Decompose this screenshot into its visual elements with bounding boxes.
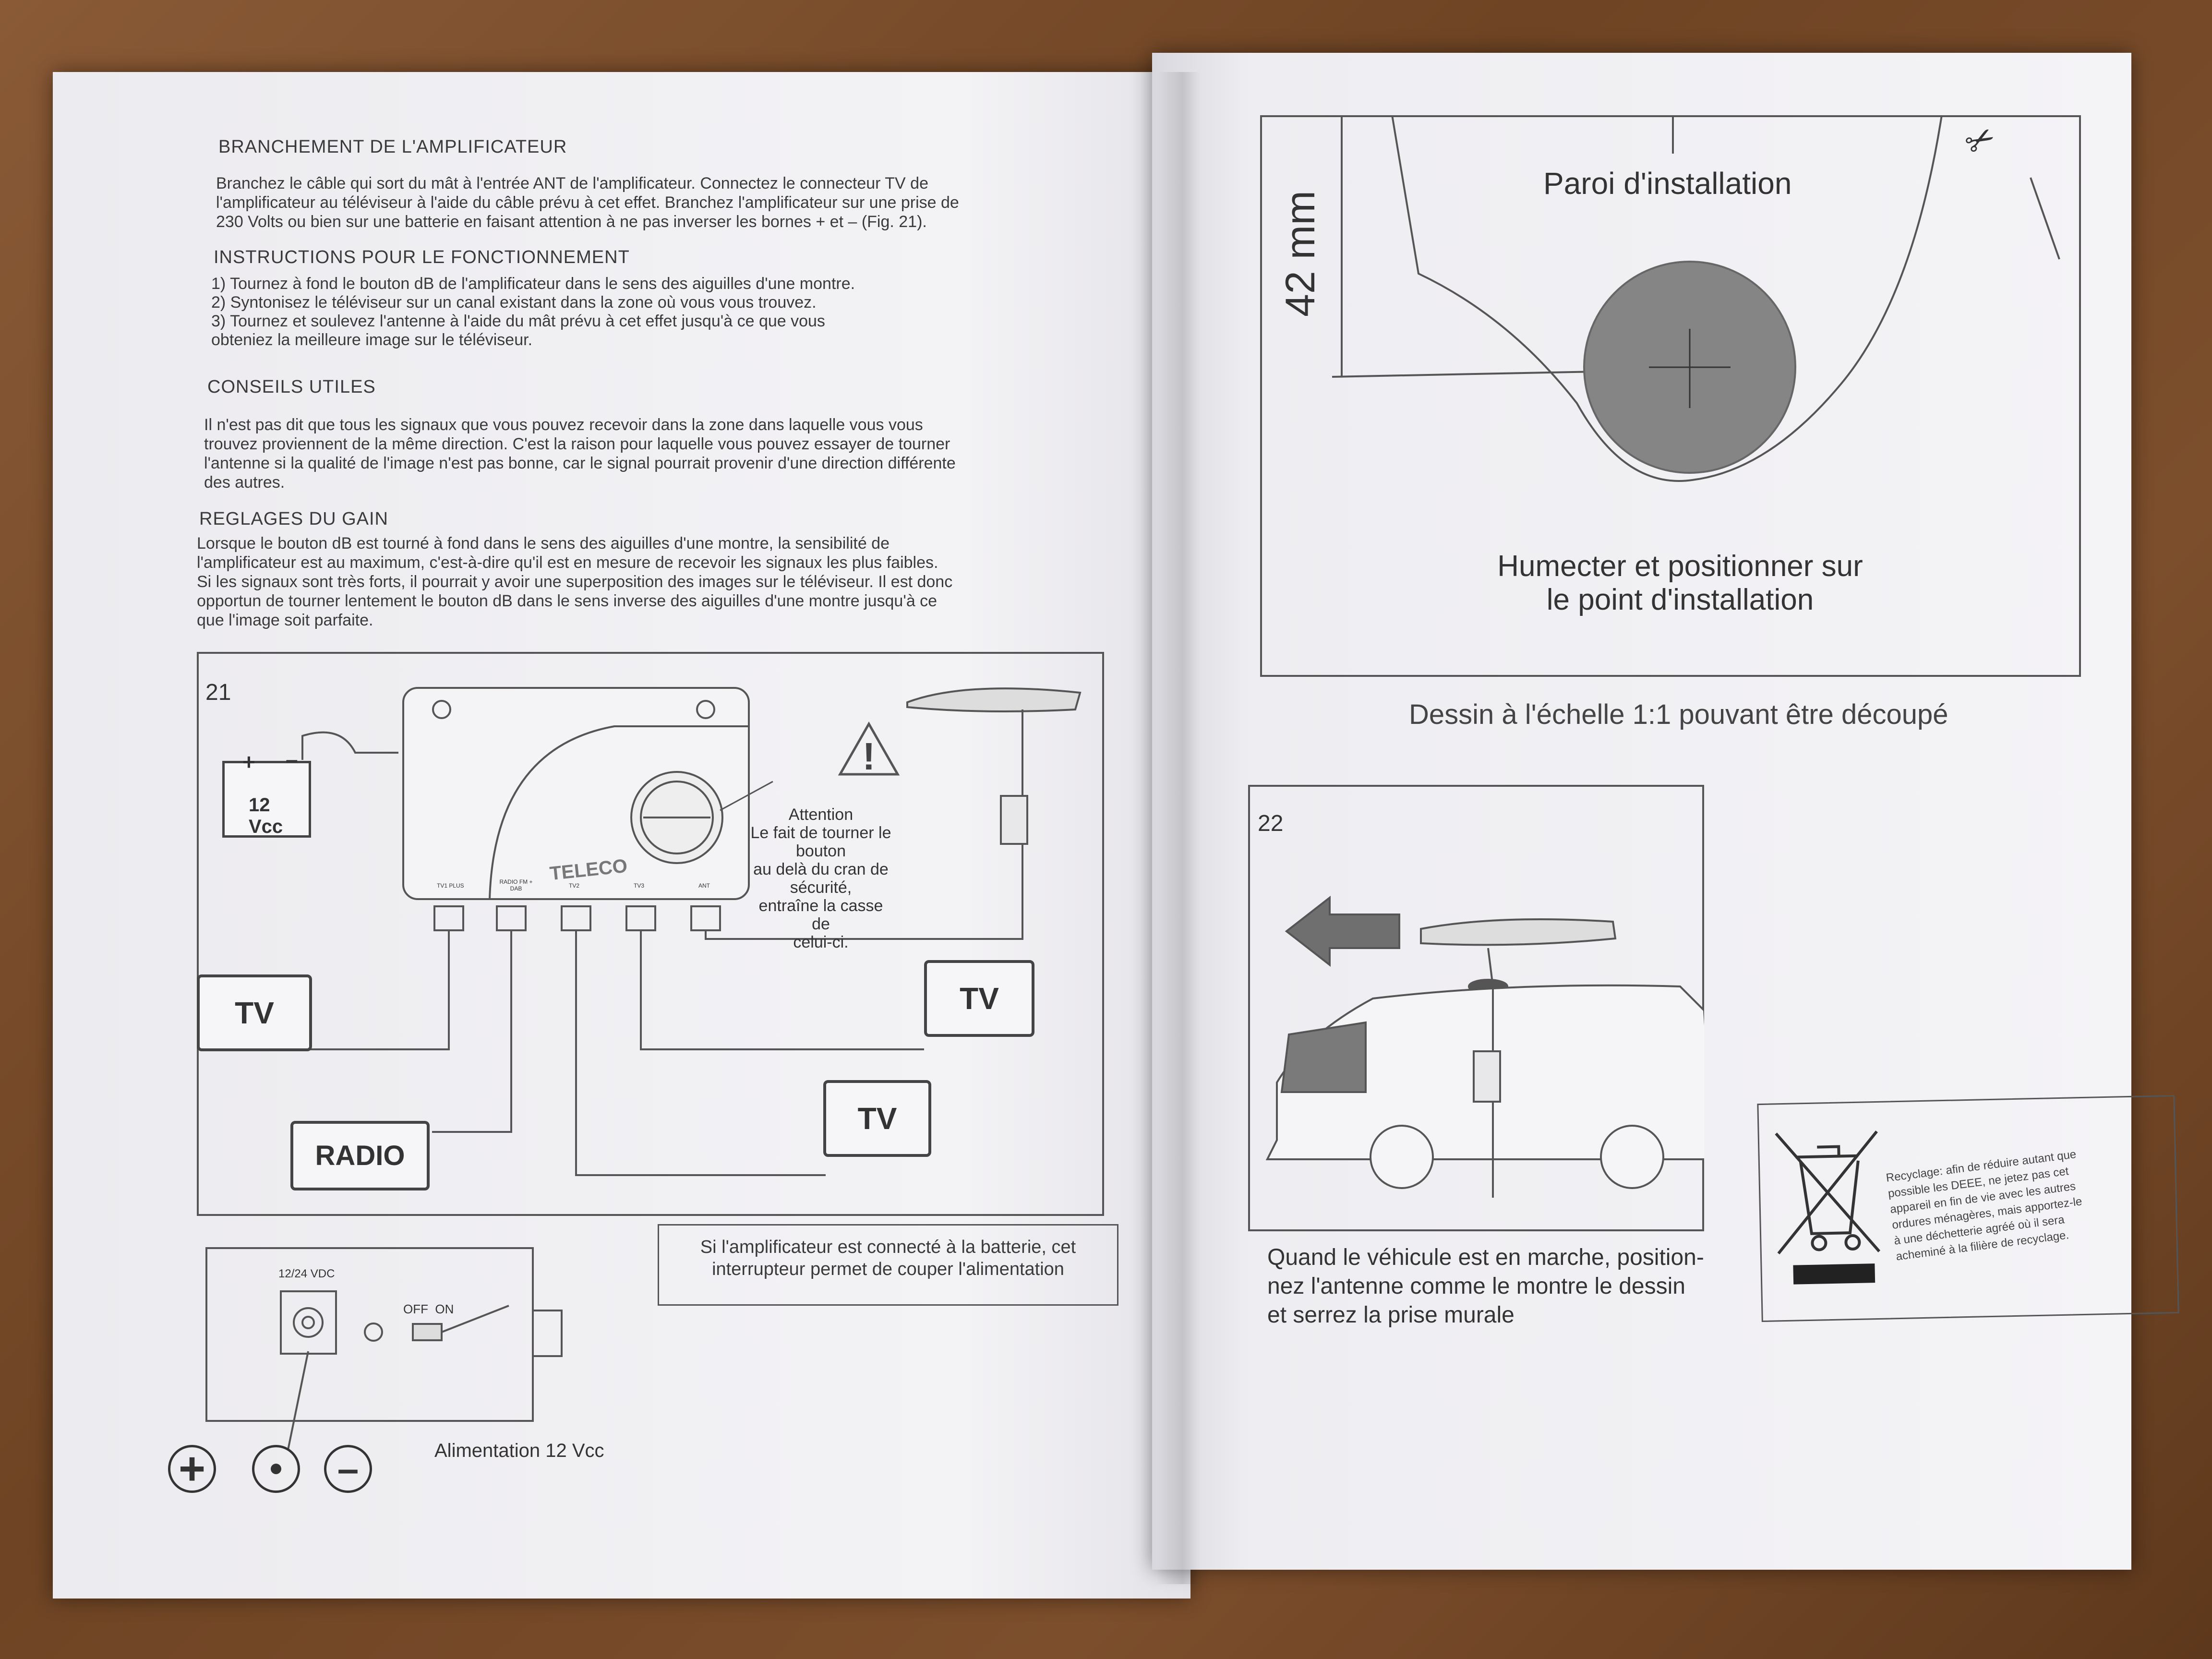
attention-note: Attention Le fait de tourner le bouton a…: [749, 805, 893, 951]
black-bar-mark: [1793, 1263, 1875, 1285]
list-item: 2) Syntonisez le téléviseur sur un canal…: [211, 293, 817, 312]
switch-callout-text: Si l'amplificateur est connecté à la bat…: [659, 1236, 1117, 1280]
paragraph-reglages: Lorsque le bouton dB est tourné à fond d…: [197, 534, 952, 630]
polarity-minus-symbol: –: [324, 1445, 372, 1493]
svg-text:!: !: [863, 735, 876, 778]
list-item: obteniez la meilleure image sur le télév…: [211, 331, 533, 349]
battery-minus-label: –: [286, 747, 298, 772]
book-spine: [1157, 72, 1200, 1584]
text-line: Quand le véhicule est en marche, positio…: [1267, 1245, 1704, 1270]
port-label: RADIO FM + DAB: [499, 878, 533, 892]
battery: 12 Vcc: [222, 761, 311, 838]
text-line: l'antenne si la qualité de l'image n'est…: [204, 454, 956, 472]
text-line: le point d'installation: [1546, 583, 1814, 616]
heading-instructions: INSTRUCTIONS POUR LE FONCTIONNEMENT: [214, 247, 630, 267]
text-line: interrupteur permet de couper l'alimenta…: [712, 1259, 1064, 1279]
text-line: Si l'amplificateur est connecté à la bat…: [700, 1237, 1076, 1257]
paragraph-conseils: Il n'est pas dit que tous les signaux qu…: [204, 415, 956, 492]
port-label: TV3: [634, 882, 645, 889]
paragraph-branchement: Branchez le câble qui sort du mât à l'en…: [216, 174, 959, 231]
port-label: TV1 PLUS: [437, 882, 464, 889]
text-line: entraîne la casse de: [758, 897, 883, 933]
text-line: l'amplificateur au téléviseur à l'aide d…: [216, 193, 959, 212]
text-line: nez l'antenne comme le montre le dessin: [1267, 1274, 1685, 1299]
supply-caption: Alimentation 12 Vcc: [434, 1440, 604, 1461]
power-supply-diagram: [205, 1247, 563, 1450]
figure-22-vehicle-drawing: [1265, 895, 1704, 1198]
figure-22-frame: [1248, 785, 1704, 1231]
list-item: 3) Tournez et soulevez l'antenne à l'aid…: [211, 312, 825, 330]
installation-template-frame: [1260, 115, 2081, 677]
text-line: Branchez le câble qui sort du mât à l'en…: [216, 174, 928, 192]
port-label: TV2: [569, 882, 580, 889]
text-line: celui-ci.: [793, 933, 849, 951]
text-line: au delà du cran de sécurité,: [753, 860, 889, 897]
text-line: des autres.: [204, 473, 285, 492]
polarity-plus-symbol: +: [168, 1443, 216, 1494]
figure-21-frame: [197, 652, 1104, 1216]
radio-device: RADIO: [290, 1121, 430, 1190]
battery-label: 12 Vcc: [249, 794, 283, 837]
list-item: 1) Tournez à fond le bouton dB de l'ampl…: [211, 275, 855, 293]
scale-caption: Dessin à l'échelle 1:1 pouvant être déco…: [1409, 699, 1948, 730]
text-line: opportun de tourner lentement le bouton …: [197, 592, 938, 610]
text-line: 230 Volts ou bien sur une batterie en fa…: [216, 213, 927, 231]
tv-device-left: TV: [197, 974, 312, 1051]
figure-21-number: 21: [205, 680, 231, 705]
figure-21-wiring: !: [301, 687, 1082, 1176]
heading-conseils: CONSEILS UTILES: [207, 377, 376, 397]
heading-branchement: BRANCHEMENT DE L'AMPLIFICATEUR: [218, 137, 567, 157]
recycling-box: Recyclage: afin de réduire autant que po…: [1757, 1094, 2179, 1322]
supply-voltage-label: 12/24 VDC: [278, 1267, 335, 1280]
tv-device-right: TV: [924, 960, 1034, 1037]
figure-22-caption: Quand le véhicule est en marche, positio…: [1267, 1243, 1704, 1330]
center-dot: [271, 1464, 281, 1474]
text-line: trouvez proviennent de la même direction…: [204, 435, 950, 453]
recycling-text: Recyclage: afin de réduire autant que po…: [1885, 1146, 2087, 1264]
polarity-center-symbol: [252, 1445, 300, 1493]
text-line: l'amplificateur est au maximum, c'est-à-…: [197, 553, 938, 572]
dimension-label: 42 mm: [1277, 191, 1323, 317]
instructions-list: 1) Tournez à fond le bouton dB de l'ampl…: [211, 275, 855, 349]
switch-callout-box: Si l'amplificateur est connecté à la bat…: [658, 1224, 1118, 1306]
installation-template-drawing: [1332, 115, 2060, 482]
text-line: Lorsque le bouton dB est tourné à fond d…: [197, 534, 890, 553]
attention-title: Attention: [788, 805, 854, 824]
text-line: Si les signaux sont très forts, il pourr…: [197, 573, 953, 591]
text-line: Il n'est pas dit que tous les signaux qu…: [204, 416, 923, 434]
power-switch-label: OFF ON: [403, 1302, 454, 1316]
battery-plus-label: +: [242, 749, 255, 774]
text-line: Humecter et positionner sur: [1497, 550, 1863, 583]
port-label: ANT: [698, 882, 710, 889]
tv-device-bottom: TV: [823, 1080, 931, 1157]
wall-label: Paroi d'installation: [1543, 166, 1792, 201]
text-line: et serrez la prise murale: [1267, 1302, 1515, 1328]
text-line: que l'image soit parfaite.: [197, 611, 373, 629]
text-line: Le fait de tourner le bouton: [750, 824, 891, 860]
template-instruction: Humecter et positionner sur le point d'i…: [1440, 550, 1920, 617]
figure-22-number: 22: [1258, 811, 1284, 836]
crossed-bin-icon: [1775, 1130, 1881, 1255]
heading-reglages: REGLAGES DU GAIN: [199, 509, 388, 529]
